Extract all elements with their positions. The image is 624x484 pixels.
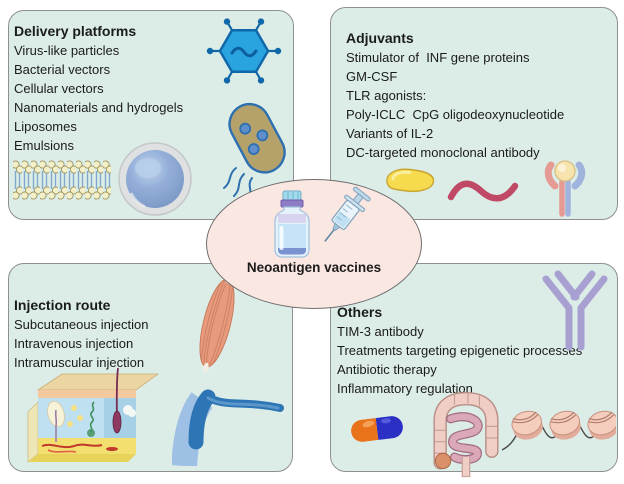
panel-title: Adjuvants [346,30,414,46]
bacterium-icon [222,98,294,199]
panel-item: Variants of IL-2 [346,126,434,141]
panel-item: Antibiotic therapy [337,362,437,377]
panel-item: Virus-like particles [14,43,120,58]
nucleosome-icon [500,400,619,456]
panel-title: Injection route [14,297,111,313]
panel-item: Subcutaneous injection [14,317,149,332]
others-text: Others TIM-3 antibody Treatments targeti… [337,303,582,398]
protein-bean-icon [383,165,437,195]
antibody-icon [538,270,612,352]
panel-item: Poly-ICLC CpG oligodeoxynucleotide [346,107,565,122]
dc-receptor-icon [542,158,588,220]
panel-item: Inflammatory regulation [337,381,473,396]
adjuvants-text: Adjuvants Stimulator of INF gene protein… [346,29,564,162]
panel-item: Liposomes [14,119,77,134]
delivery-platforms-text: Delivery platforms Virus-like particles … [14,22,183,155]
capsule-pill-icon [345,411,409,447]
lipid-bilayer-icon [13,160,111,200]
vaccine-vial-icon [270,190,314,260]
center-neoantigen-vaccines-bubble [206,179,422,309]
syringe-icon [320,186,372,252]
panel-item: Intramuscular injection [14,355,145,370]
virus-like-particle-icon [200,13,288,89]
panel-item: Emulsions [14,138,74,153]
rna-strand-icon [447,175,519,207]
panel-item: Treatments targeting epigenetic processe… [337,343,583,358]
blood-vessel-icon [171,380,288,467]
panel-item: DC-targeted monoclonal antibody [346,145,540,160]
center-label: Neoantigen vaccines [246,260,382,275]
injection-route-text: Injection route Subcutaneous injection I… [14,296,148,372]
panel-item: TIM-3 antibody [337,324,424,339]
liposome-icon [117,141,193,217]
panel-item: Stimulator of INF gene proteins [346,50,530,65]
panel-title: Delivery platforms [14,23,137,39]
panel-item: Nanomaterials and hydrogels [14,100,184,115]
panel-title: Others [337,304,383,320]
panel-item: GM-CSF [346,69,398,84]
skin-cross-section-icon [22,366,162,468]
panel-item: Cellular vectors [14,81,104,96]
intestine-icon [424,391,508,480]
panel-item: Intravenous injection [14,336,134,351]
panel-item: TLR agonists: [346,88,427,103]
panel-item: Bacterial vectors [14,62,111,77]
